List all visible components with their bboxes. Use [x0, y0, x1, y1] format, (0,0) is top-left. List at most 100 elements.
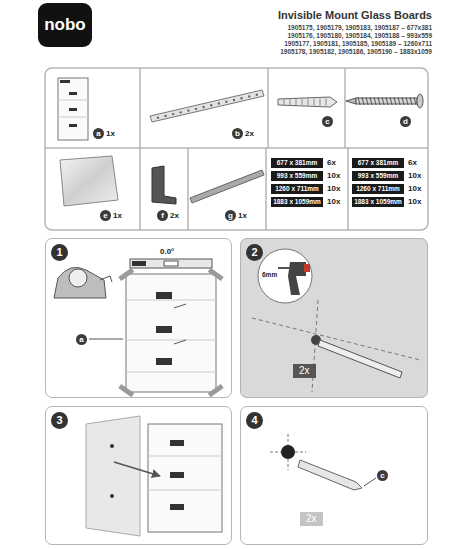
- plug-ridge: [308, 99, 309, 106]
- screw-thread: [402, 97, 404, 105]
- annotation: 0.0°: [160, 247, 174, 256]
- callout-letter: a: [76, 334, 87, 345]
- leader-line: [89, 339, 123, 340]
- spirit-level: [130, 259, 212, 268]
- rail-hole: [187, 109, 189, 111]
- wall-plug: [278, 97, 337, 107]
- board-size: 1883 x 1059mm: [352, 197, 404, 207]
- rail-hole: [256, 94, 258, 96]
- step-panel: 4: [240, 406, 428, 545]
- plug-ridge: [326, 99, 327, 106]
- rail-hole: [240, 97, 242, 99]
- quantity: 10x: [408, 171, 421, 181]
- parts-panel: [45, 68, 428, 230]
- rail-hole: [172, 113, 174, 115]
- plug-ridge: [290, 99, 291, 106]
- step-number: 3: [51, 412, 68, 429]
- step-panel: 2: [240, 238, 428, 398]
- board-size: 993 x 559mm: [271, 171, 323, 181]
- rail-hole: [180, 111, 182, 113]
- plug-ridge: [296, 99, 297, 106]
- rail-hole: [210, 104, 212, 106]
- logo-box: nobo: [38, 3, 92, 47]
- board-size: 1883 x 1059mm: [271, 197, 323, 207]
- rail-hole: [164, 115, 166, 117]
- template-sheet: [58, 78, 88, 140]
- callout-letter: c: [377, 470, 388, 481]
- screw: [346, 94, 423, 108]
- screw-thread: [398, 97, 400, 105]
- annotation: 6mm: [262, 271, 277, 278]
- plug-ridge: [284, 99, 285, 106]
- panel-ground: [240, 238, 428, 398]
- callout-letter: f: [157, 210, 168, 221]
- model-numbers: 1905175, 1905179, 1905183, 1905187 – 677…: [200, 24, 432, 32]
- template-on-wall: [118, 268, 223, 397]
- screw-thread: [394, 97, 396, 105]
- board-size: 677 x 381mm: [271, 158, 323, 168]
- quantity: 6x: [408, 158, 417, 168]
- quantity: 10x: [408, 197, 421, 207]
- plug-ridge: [314, 99, 315, 106]
- screw-thread: [382, 97, 384, 105]
- step-number: 2: [246, 244, 263, 261]
- screw-thread: [378, 97, 380, 105]
- callout-letter: b: [232, 128, 243, 139]
- wall-bar: [190, 170, 264, 203]
- brand-name: nobo: [44, 15, 86, 35]
- step-number: 1: [51, 244, 68, 261]
- quantity: 1x: [113, 210, 122, 221]
- screw-thread: [386, 97, 388, 105]
- screw-thread: [410, 97, 412, 105]
- rail-hole: [233, 99, 235, 101]
- mounting-rail: [150, 90, 264, 122]
- step-number: 4: [246, 412, 263, 429]
- screw-thread: [374, 97, 376, 105]
- plug-insertion: [270, 434, 376, 490]
- quantity: 2x: [245, 128, 254, 139]
- repeat-count: 2x: [293, 364, 316, 378]
- step-panel: 1: [45, 238, 232, 398]
- screw-thread: [366, 97, 368, 105]
- rail-hole: [202, 106, 204, 108]
- rail-hole: [195, 108, 197, 110]
- callout-letter: e: [100, 210, 111, 221]
- bracket: [152, 166, 176, 204]
- glass-board: [60, 156, 118, 206]
- model-numbers: 1905177, 1905181, 1905185, 1905189 – 126…: [200, 40, 432, 48]
- screw-thread: [390, 97, 392, 105]
- quantity: 1x: [238, 210, 247, 221]
- screw-thread: [414, 97, 416, 105]
- quantity: 10x: [327, 197, 340, 207]
- callout-letter: g: [225, 210, 236, 221]
- quantity: 10x: [408, 184, 421, 194]
- tape-dispenser: [54, 267, 112, 298]
- rail-hole: [218, 102, 220, 104]
- quantity: 2x: [170, 210, 179, 221]
- quantity: 1x: [106, 128, 115, 139]
- callout-letter: d: [400, 116, 411, 127]
- model-numbers: 1905176, 1905180, 1905184, 1905188 – 993…: [200, 32, 432, 40]
- screw-thread: [362, 97, 364, 105]
- board-size: 993 x 559mm: [352, 171, 404, 181]
- rail-hole: [225, 101, 227, 103]
- rail-hole: [157, 116, 159, 118]
- step-panel: 3: [45, 406, 232, 545]
- board-size: 677 x 381mm: [352, 158, 404, 168]
- quantity: 10x: [327, 184, 340, 194]
- screw-thread: [370, 97, 372, 105]
- screw-thread: [358, 97, 360, 105]
- rail-hole: [248, 95, 250, 97]
- screw-thread: [406, 97, 408, 105]
- plug-ridge: [302, 99, 303, 106]
- quantity: 10x: [327, 171, 340, 181]
- board-size: 1260 x 711mm: [271, 184, 323, 194]
- callout-letter: a: [93, 128, 104, 139]
- quantity: 6x: [327, 158, 336, 168]
- drill-scene: [252, 249, 420, 392]
- sheet-title: Invisible Mount Glass Boards: [200, 9, 432, 21]
- board-size: 1260 x 711mm: [352, 184, 404, 194]
- repeat-count: 2x: [300, 512, 323, 526]
